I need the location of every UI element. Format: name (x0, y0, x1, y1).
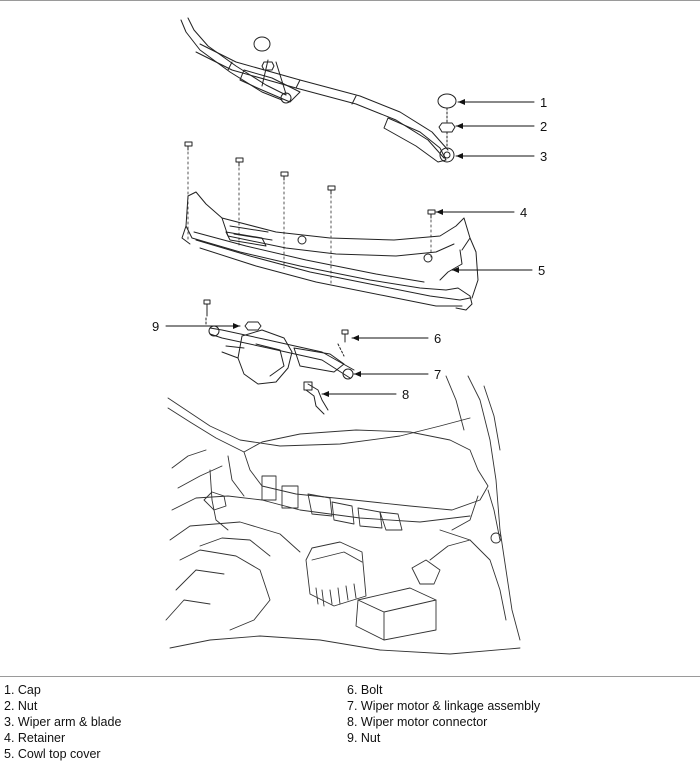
wiper-motor-linkage (203, 299, 355, 415)
legend-item: 6. Bolt (347, 683, 383, 697)
top-rule (0, 0, 700, 1)
legend-item: 3. Wiper arm & blade (4, 715, 122, 729)
retainer-bolts (184, 141, 436, 285)
callout-3: 3 (540, 149, 547, 164)
legend-rule (0, 676, 700, 677)
callout-5: 5 (538, 263, 545, 278)
wiper-arm-blade (180, 17, 455, 163)
callout-8: 8 (402, 387, 409, 402)
legend-item: 4. Retainer (4, 731, 66, 745)
cowl-top-cover (181, 191, 479, 311)
callout-6: 6 (434, 331, 441, 346)
callout-2: 2 (540, 119, 547, 134)
legend-item: 7. Wiper motor & linkage assembly (347, 699, 541, 713)
callout-9: 9 (152, 319, 159, 334)
cap-detail (437, 93, 457, 109)
leader-arrowheads (233, 99, 465, 397)
legend-item: 9. Nut (347, 731, 381, 745)
leader-lines (165, 101, 535, 395)
arm-nut (261, 61, 275, 71)
cap-part (253, 36, 271, 52)
legend-left-column: 1. Cap 2. Nut 3. Wiper arm & blade 4. Re… (4, 682, 121, 762)
callout-7: 7 (434, 367, 441, 382)
legend-item: 2. Nut (4, 699, 38, 713)
legend-right-column: 6. Bolt 7. Wiper motor & linkage assembl… (347, 682, 540, 746)
legend-item: 1. Cap (4, 683, 41, 697)
engine-bay (165, 375, 521, 655)
nut-detail (438, 122, 456, 133)
callout-1: 1 (540, 95, 547, 110)
legend-item: 8. Wiper motor connector (347, 715, 488, 729)
exploded-diagram: 1 2 3 4 5 9 6 7 8 (152, 17, 547, 655)
callout-4: 4 (520, 205, 527, 220)
legend-item: 5. Cowl top cover (4, 747, 101, 761)
